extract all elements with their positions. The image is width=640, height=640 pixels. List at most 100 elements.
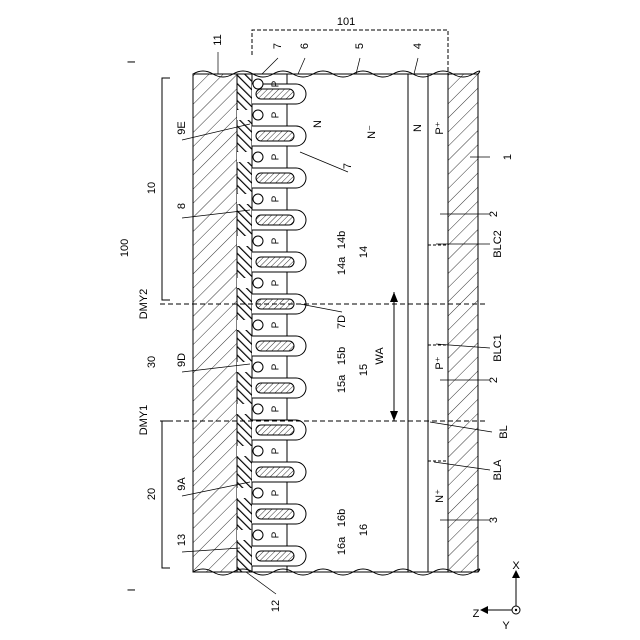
contact-plug xyxy=(253,320,263,330)
contact-plug xyxy=(253,530,263,540)
contact-plug xyxy=(253,404,263,414)
label-6: 6 xyxy=(299,43,311,49)
p-base-label: P xyxy=(271,321,282,328)
leader-line xyxy=(298,58,305,74)
trench-gate-electrode xyxy=(256,341,294,351)
contact-opening xyxy=(237,110,252,120)
contact-opening xyxy=(237,194,252,204)
label-1: 1 xyxy=(502,154,514,160)
label-n-buffer: N xyxy=(412,124,424,132)
contact-opening xyxy=(237,446,252,456)
label-n: N xyxy=(312,120,324,128)
trench-gate-electrode xyxy=(256,173,294,183)
label-7-mid: 7 xyxy=(342,163,354,169)
label-30: 30 xyxy=(146,356,158,368)
label-11: 11 xyxy=(212,34,224,45)
trench-gate-electrode xyxy=(256,509,294,519)
p-base-label: P xyxy=(271,80,282,87)
p-base-label: P xyxy=(271,363,282,370)
label-5: 5 xyxy=(354,43,366,49)
label-axis-x: X xyxy=(512,560,520,572)
leader-line xyxy=(262,58,278,74)
label-4: 4 xyxy=(412,43,424,49)
label-blc2: BLC2 xyxy=(492,230,504,258)
label-bl: BL xyxy=(498,425,510,438)
region-101-bracket xyxy=(252,30,448,74)
label-axis-y: Y xyxy=(502,620,510,632)
trench-gate-electrode xyxy=(256,257,294,267)
label-dmy2: DMY2 xyxy=(138,289,150,320)
label-10: 10 xyxy=(146,182,158,194)
p-base-label: P xyxy=(271,447,282,454)
label-ref-100: 100 xyxy=(119,239,131,257)
p-base-label: P xyxy=(271,237,282,244)
label-p-plus-top: P⁺ xyxy=(434,121,446,134)
leader-line xyxy=(414,58,418,74)
label-n-plus: N⁺ xyxy=(434,489,446,503)
label-7-top: 7 xyxy=(272,43,284,49)
p-base-label: P xyxy=(271,405,282,412)
contact-plug xyxy=(253,488,263,498)
label-14: 14 xyxy=(358,246,370,258)
trench-gate-electrode xyxy=(256,425,294,435)
label-16: 16 xyxy=(358,524,370,536)
label-13: 13 xyxy=(176,534,188,546)
label-bla: BLA xyxy=(492,459,504,480)
collector-electrode xyxy=(448,74,478,572)
contact-plug xyxy=(253,194,263,204)
brace-10 xyxy=(162,78,170,300)
contact-opening xyxy=(237,362,252,372)
label-20: 20 xyxy=(146,488,158,500)
contact-opening xyxy=(237,488,252,498)
trench-gate-electrode xyxy=(256,89,294,99)
p-base-label: P xyxy=(271,153,282,160)
contact-opening xyxy=(237,320,252,330)
label-9d: 9D xyxy=(176,353,188,367)
label-101: 101 xyxy=(337,16,355,28)
p-base-label: P xyxy=(271,279,282,286)
label-n-minus: N⁻ xyxy=(366,125,378,139)
label-9e: 9E xyxy=(176,121,188,134)
brace-20 xyxy=(162,421,170,568)
trench-gate-electrode xyxy=(256,551,294,561)
contact-opening xyxy=(237,530,252,540)
contact-opening xyxy=(237,236,252,246)
label-blc1: BLC1 xyxy=(492,334,504,362)
p-base-label: P xyxy=(271,531,282,538)
p-base-label: P xyxy=(271,111,282,118)
contact-plug xyxy=(253,446,263,456)
axes-indicator xyxy=(480,570,520,614)
contact-plug xyxy=(253,79,263,89)
p-base-label: P xyxy=(271,489,282,496)
trench-gate-electrode xyxy=(256,383,294,393)
contact-plug xyxy=(253,362,263,372)
label-9a: 9A xyxy=(176,477,188,491)
label-14b: 14b xyxy=(336,231,348,249)
contact-plug xyxy=(253,152,263,162)
p-base-label: P xyxy=(271,195,282,202)
trench xyxy=(252,546,306,566)
trench-gate-electrode xyxy=(256,467,294,477)
label-section-i-top: I xyxy=(126,60,138,63)
label-12: 12 xyxy=(270,600,282,612)
trench-gate-electrode xyxy=(256,215,294,225)
contact-plug xyxy=(253,278,263,288)
contact-opening xyxy=(237,404,252,414)
label-16a: 16a xyxy=(336,536,348,555)
contact-opening xyxy=(237,152,252,162)
label-8: 8 xyxy=(176,203,188,209)
emitter-electrode xyxy=(193,74,237,572)
label-p-plus-mid: P⁺ xyxy=(434,356,446,369)
label-7d: 7D xyxy=(336,315,348,329)
label-dmy1: DMY1 xyxy=(138,405,150,436)
label-16b: 16b xyxy=(336,509,348,527)
label-14a: 14a xyxy=(336,256,348,275)
label-section-i-bottom: I xyxy=(126,588,138,591)
contact-plug xyxy=(253,236,263,246)
label-wa: WA xyxy=(374,347,386,365)
label-15a: 15a xyxy=(336,374,348,393)
label-axis-z: Z xyxy=(473,608,480,620)
contact-opening xyxy=(237,278,252,288)
label-15: 15 xyxy=(358,364,370,376)
